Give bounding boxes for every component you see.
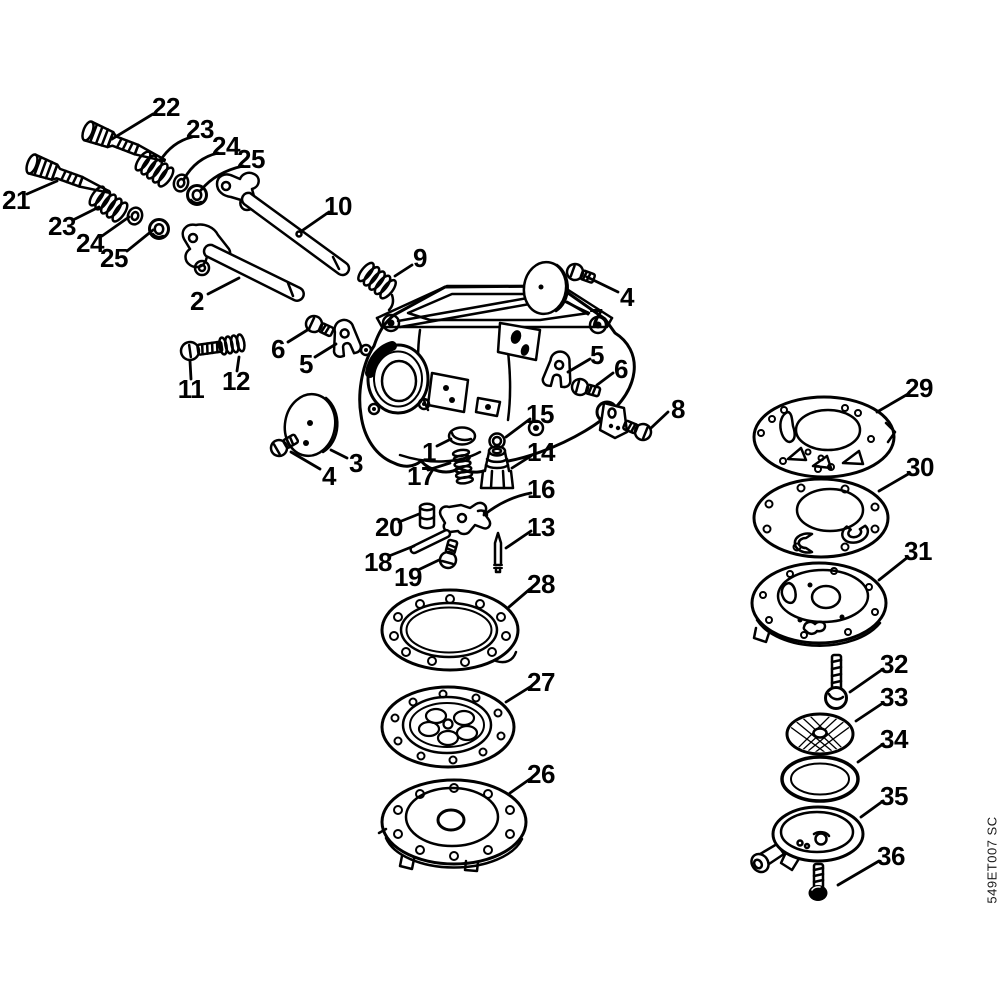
callout-18: 18 (364, 547, 392, 577)
part-31-pump-body (750, 561, 888, 647)
callout-27: 27 (527, 667, 555, 697)
callout-4-bottom: 4 (322, 461, 336, 491)
callout-25-top: 25 (237, 144, 265, 174)
part-2-throttle-shaft (181, 223, 305, 302)
part-18-pin (409, 528, 452, 555)
callout-10: 10 (324, 191, 352, 221)
part-14-valve-nozzle (479, 445, 515, 490)
part-8-screw (620, 415, 655, 444)
callout-5-right: 5 (590, 340, 604, 370)
callout-17: 17 (407, 461, 435, 491)
part-17-spring (451, 448, 475, 485)
part-19-screw (436, 537, 463, 572)
part-5-fork-clip-left (325, 315, 364, 360)
callout-23-bottom: 23 (48, 211, 76, 241)
callout-12: 12 (222, 366, 250, 396)
callout-14: 14 (527, 437, 555, 467)
part-16-metering-lever (438, 501, 492, 536)
callout-24-top: 24 (212, 131, 240, 161)
callout-13: 13 (527, 512, 555, 542)
part-9-return-spring (354, 259, 400, 312)
part-20-piston (418, 502, 436, 530)
callout-8: 8 (671, 394, 685, 424)
drawing-number: 549ET007 SC (984, 816, 1000, 904)
callout-1: 1 (422, 437, 436, 467)
part-35-pump-cover (750, 805, 865, 874)
callout-35: 35 (880, 781, 908, 811)
part-27-metering-diaphragm (380, 685, 516, 769)
part-29-pump-diaphragm (752, 395, 897, 479)
part-13-inlet-needle (493, 531, 503, 574)
part-26-diaphragm-cover (377, 778, 528, 873)
callout-15: 15 (526, 399, 554, 429)
part-1-plug (447, 426, 477, 446)
callout-19: 19 (394, 562, 422, 592)
part-30-pump-gasket (752, 477, 890, 559)
callout-9: 9 (413, 243, 427, 273)
part-28-gasket (380, 588, 520, 672)
callout-4-top: 4 (620, 282, 634, 312)
callout-11: 11 (177, 374, 205, 404)
callout-24-bottom: 24 (76, 228, 104, 258)
part-7-choke-shutter (522, 260, 569, 316)
callout-6-left: 6 (271, 334, 285, 364)
callout-2: 2 (190, 286, 204, 316)
part-11-screw (178, 336, 225, 363)
part-swivel-plate (598, 401, 629, 440)
leader-lines (25, 112, 912, 887)
callout-36: 36 (877, 841, 905, 871)
callout-30: 30 (906, 452, 934, 482)
callout-16: 16 (527, 474, 555, 504)
part-10-choke-shaft (215, 171, 351, 277)
part-34-o-ring (780, 755, 860, 803)
callout-33: 33 (880, 682, 908, 712)
callout-5-left: 5 (299, 349, 313, 379)
callout-32: 32 (880, 649, 908, 679)
callout-3: 3 (349, 448, 363, 478)
callout-26: 26 (527, 759, 555, 789)
callout-29: 29 (905, 373, 933, 403)
part-21-low-speed-screw (23, 151, 114, 203)
callout-21: 21 (2, 185, 30, 215)
callout-7: 7 (589, 303, 603, 333)
part-36-screw (808, 862, 828, 901)
callout-22: 22 (152, 92, 180, 122)
callout-28: 28 (527, 569, 555, 599)
part-6-screw-left (302, 312, 337, 341)
callout-20: 20 (375, 512, 403, 542)
part-4-screw-top (563, 260, 598, 288)
callout-31: 31 (904, 536, 932, 566)
callout-23-top: 23 (186, 114, 214, 144)
callout-25-bottom: 25 (100, 243, 128, 273)
part-15-washer (488, 432, 506, 450)
part-32-screw (824, 653, 848, 710)
callout-6-right: 6 (614, 354, 628, 384)
part-33-strainer-screen (785, 712, 855, 756)
callout-34: 34 (880, 724, 908, 754)
